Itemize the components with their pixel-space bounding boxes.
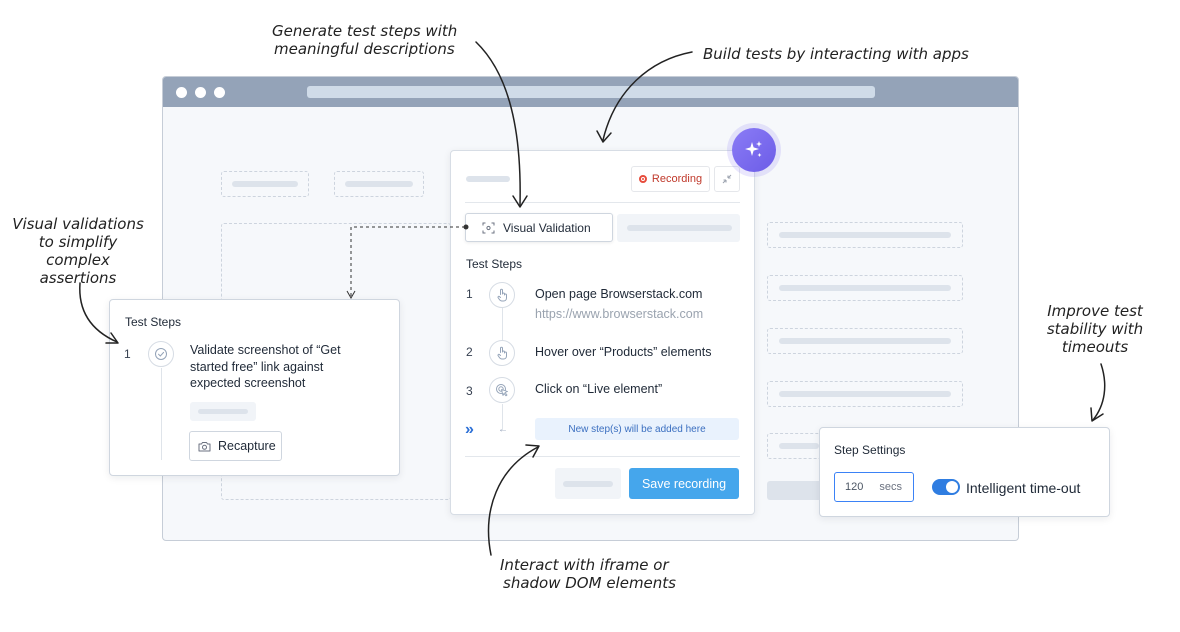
recorder-panel: Recording bbox=[450, 150, 755, 515]
add-step-arrow-icon: ← bbox=[498, 424, 508, 435]
toggle-label: Intelligent time-out bbox=[966, 480, 1081, 496]
step-icon bbox=[489, 282, 515, 308]
placeholder-line bbox=[779, 232, 951, 238]
new-step-placeholder: New step(s) will be added here bbox=[535, 418, 739, 440]
settings-title: Step Settings bbox=[834, 443, 906, 457]
card-title: Test Steps bbox=[125, 315, 182, 329]
annotation-build-tests: Build tests by interacting with apps bbox=[703, 45, 969, 63]
placeholder-row bbox=[767, 275, 963, 301]
placeholder-line bbox=[345, 181, 413, 187]
placeholder-line bbox=[779, 338, 951, 344]
step-number: 3 bbox=[466, 384, 473, 398]
placeholder-nav-item bbox=[334, 171, 424, 197]
footer-divider bbox=[465, 456, 740, 457]
minimize-button[interactable] bbox=[714, 166, 740, 192]
placeholder-line bbox=[563, 481, 613, 487]
browser-toolbar bbox=[163, 77, 1018, 107]
record-dot-icon bbox=[638, 175, 647, 183]
test-steps-title: Test Steps bbox=[466, 257, 523, 271]
header-divider bbox=[465, 202, 740, 203]
placeholder-line bbox=[627, 225, 732, 231]
recapture-button[interactable]: Recapture bbox=[189, 431, 282, 461]
step-text: Hover over “Products” elements bbox=[535, 345, 712, 359]
step-text: Open page Browserstack.com bbox=[535, 287, 703, 301]
camera-icon bbox=[198, 441, 211, 451]
placeholder-line bbox=[232, 181, 298, 187]
annotation-improve-stability: Improve test stability with timeouts bbox=[1046, 302, 1144, 356]
steps-connector bbox=[502, 308, 503, 341]
recording-button[interactable]: Recording bbox=[631, 166, 710, 192]
placeholder-line bbox=[198, 409, 248, 414]
placeholder-line bbox=[779, 285, 951, 291]
hover-hand-icon bbox=[497, 346, 507, 360]
save-recording-button[interactable]: Save recording bbox=[629, 468, 739, 499]
minimize-icon bbox=[722, 174, 732, 184]
placeholder-nav-item bbox=[221, 171, 309, 197]
annotation-generate-steps: Generate test steps with meaningful desc… bbox=[272, 22, 458, 58]
steps-connector bbox=[161, 368, 162, 460]
recapture-label: Recapture bbox=[218, 439, 276, 453]
visual-validation-button[interactable]: Visual Validation bbox=[465, 213, 613, 242]
placeholder-block bbox=[767, 481, 827, 500]
address-bar bbox=[307, 86, 875, 98]
step-number: 1 bbox=[124, 347, 131, 361]
placeholder-line bbox=[779, 391, 951, 397]
placeholder-line bbox=[779, 443, 819, 449]
step-icon bbox=[489, 377, 515, 403]
check-circle-icon bbox=[155, 348, 167, 360]
pointer-icon bbox=[497, 288, 507, 302]
sparkle-icon bbox=[745, 141, 762, 157]
placeholder-row bbox=[767, 328, 963, 354]
window-dot-icon bbox=[176, 87, 187, 98]
arrow-improve-stability bbox=[1092, 363, 1106, 421]
ai-sparkle-badge bbox=[732, 128, 776, 172]
visual-validation-icon bbox=[482, 222, 495, 233]
step-icon bbox=[489, 340, 515, 366]
step-icon bbox=[148, 341, 174, 367]
recording-label: Recording bbox=[651, 173, 703, 185]
annotation-visual-validations: Visual validations to simplify complex a… bbox=[12, 215, 144, 287]
step-number: 1 bbox=[466, 287, 473, 301]
intelligent-timeout-toggle[interactable] bbox=[932, 479, 960, 495]
step-url: https://www.browserstack.com bbox=[535, 307, 704, 321]
placeholder-line bbox=[466, 176, 510, 182]
step-number: 2 bbox=[466, 345, 473, 359]
step-text: Click on “Live element” bbox=[535, 382, 663, 396]
window-dot-icon bbox=[195, 87, 206, 98]
step-text: Validate screenshot of “Get started free… bbox=[190, 343, 341, 390]
window-dot-icon bbox=[214, 87, 225, 98]
visual-validation-label: Visual Validation bbox=[503, 220, 591, 235]
double-chevron-icon: » bbox=[465, 421, 474, 438]
timeout-value: 120 bbox=[845, 481, 864, 493]
timeout-unit: secs bbox=[879, 481, 902, 493]
placeholder-row bbox=[767, 222, 963, 248]
steps-connector bbox=[502, 404, 503, 430]
placeholder-row bbox=[767, 381, 963, 407]
timeout-input[interactable]: 120 secs bbox=[834, 472, 914, 502]
annotation-interact-iframe: Interact with iframe or shadow DOM eleme… bbox=[500, 556, 676, 592]
click-icon bbox=[496, 384, 508, 397]
